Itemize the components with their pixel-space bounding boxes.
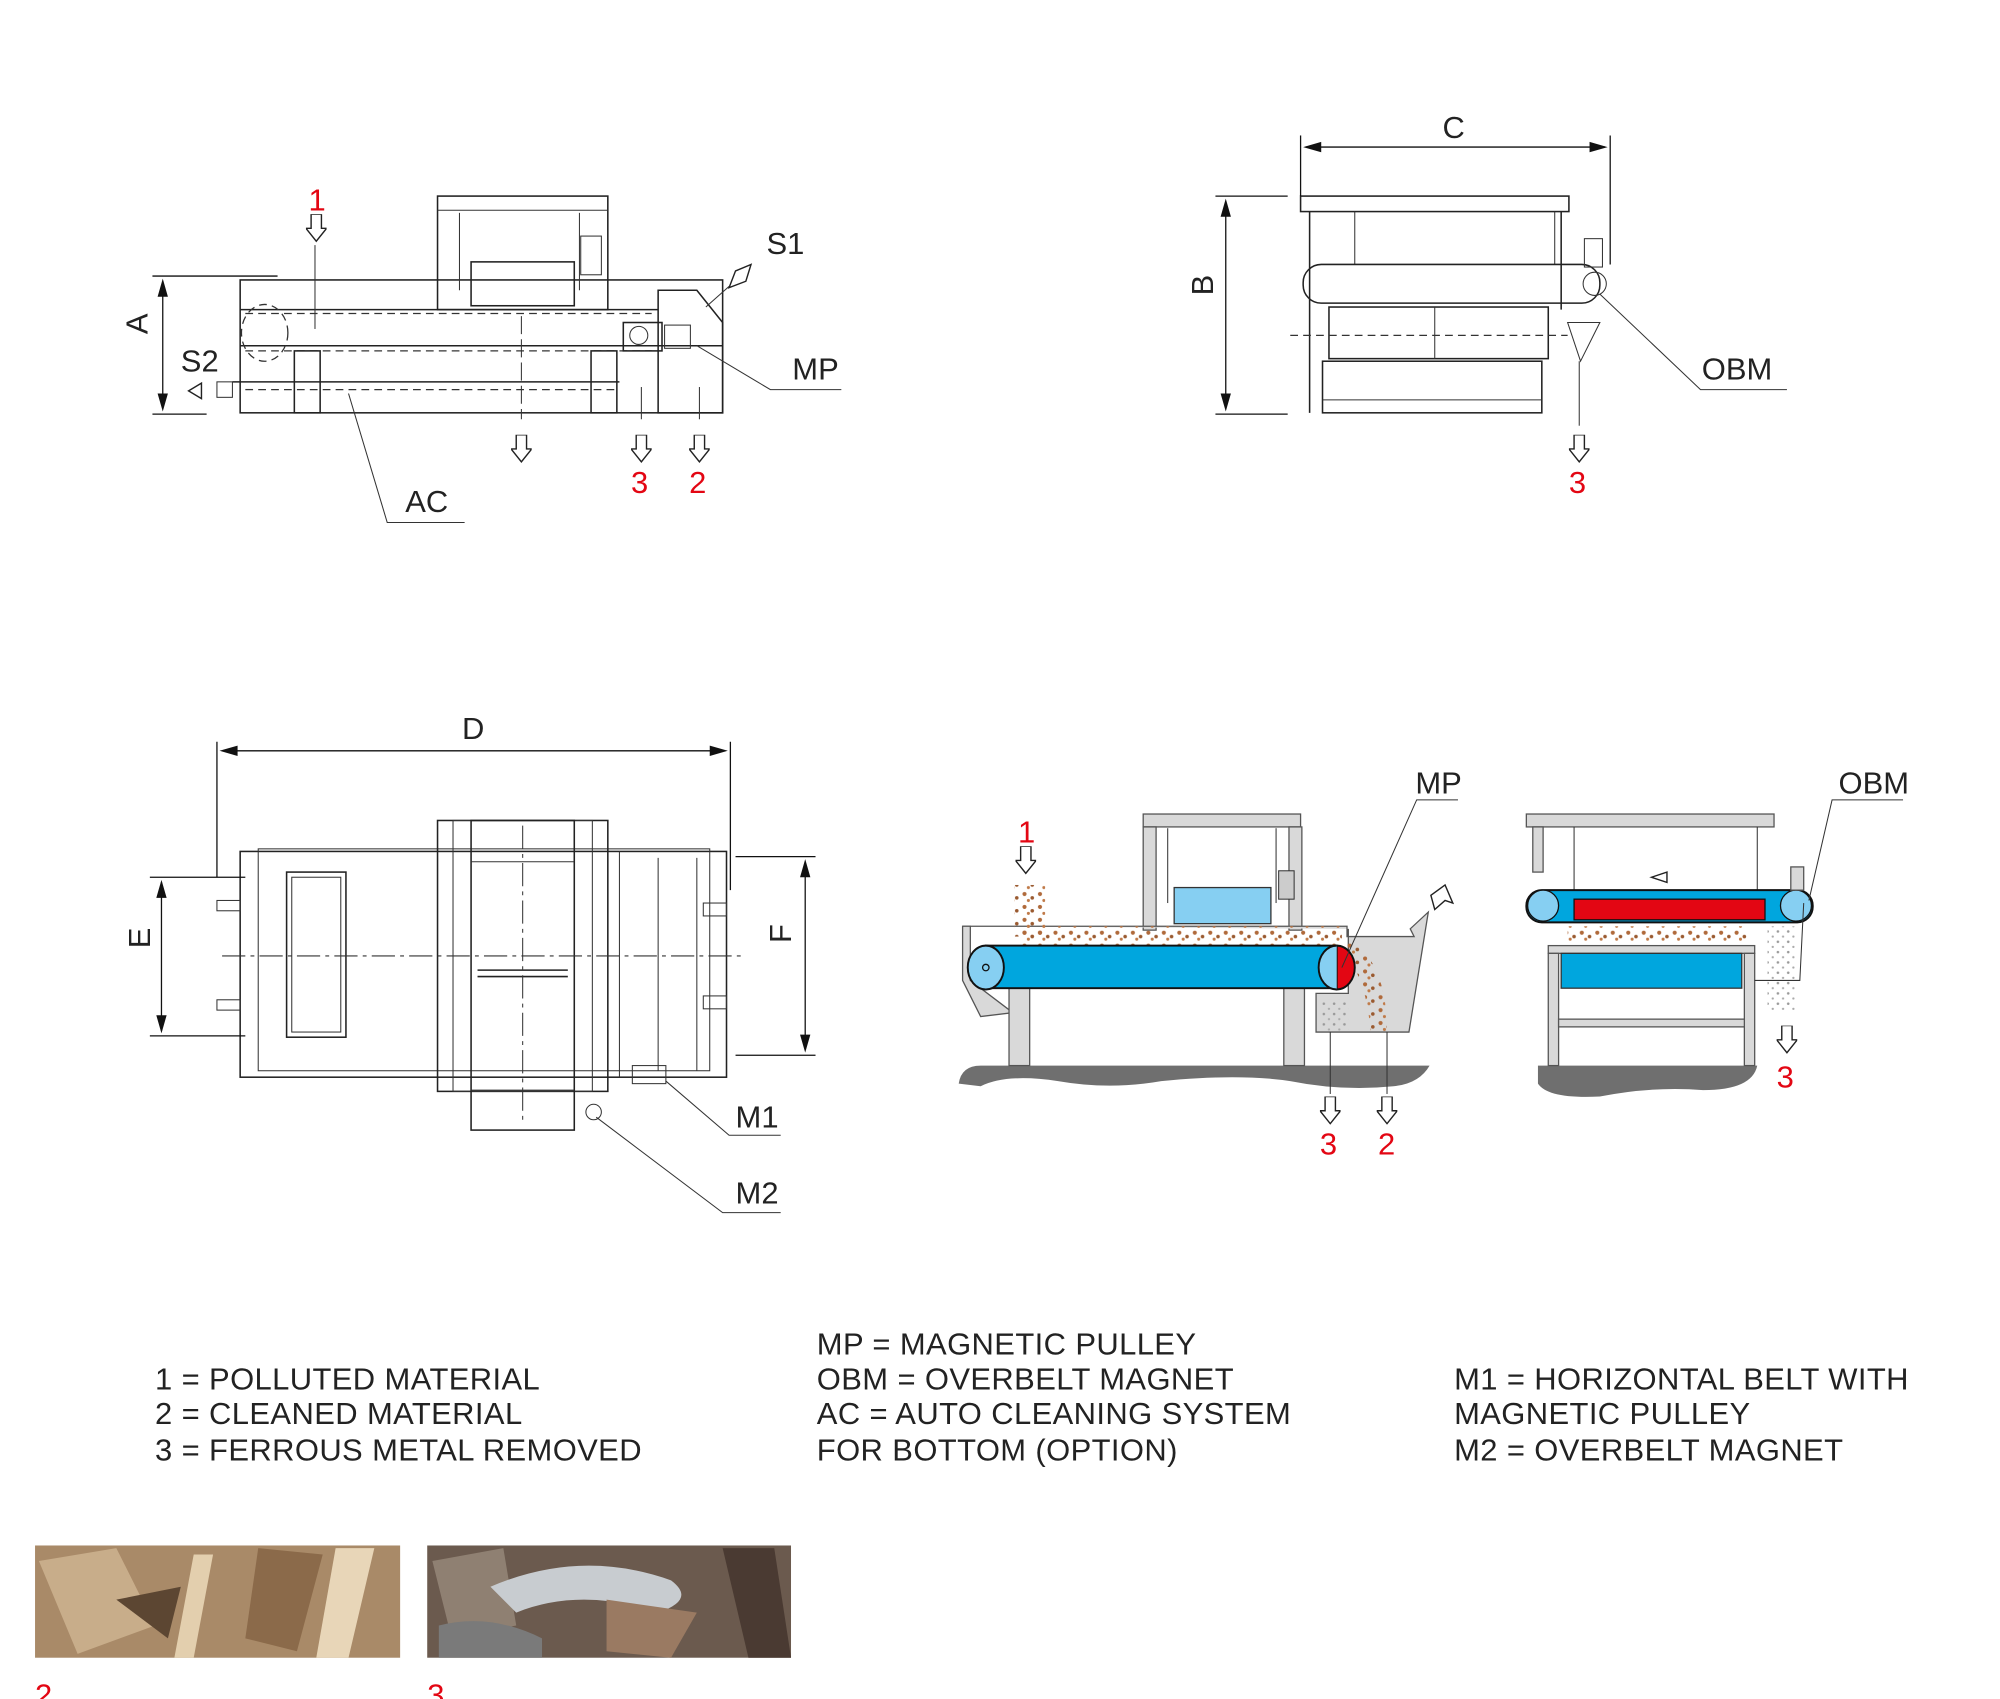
legend-item: 1 = POLLUTED MATERIAL	[155, 1361, 540, 1396]
photo-label-2: 2	[35, 1677, 52, 1699]
dimension-c-label: C	[1442, 110, 1464, 145]
overbelt-magnet	[470, 261, 576, 307]
legend-item: FOR BOTTOM (OPTION)	[817, 1432, 1178, 1467]
end-view-drawing	[1215, 135, 1787, 463]
legend-item: 3 = FERROUS METAL REMOVED	[155, 1432, 642, 1467]
input-label-1: 1	[309, 182, 326, 217]
output-label-3: 3	[1777, 1060, 1794, 1095]
output-label-2: 2	[1378, 1127, 1395, 1162]
side-view-drawing	[152, 195, 842, 523]
output-label-2: 2	[689, 465, 706, 500]
magnetic-pulley-schematic	[958, 799, 1458, 1125]
s2-label: S2	[181, 344, 219, 379]
dimension-e-label: E	[122, 928, 157, 949]
dimension-d-label: D	[462, 711, 484, 746]
dimension-b-label: B	[1185, 275, 1220, 296]
legend-item: MAGNETIC PULLEY	[1454, 1396, 1750, 1431]
legend-item: M2 = OVERBELT MAGNET	[1454, 1432, 1843, 1467]
photo-cleaned-material	[35, 1545, 401, 1658]
magnetic-pulley	[1335, 944, 1356, 991]
ac-label: AC	[405, 484, 448, 519]
mp-label: MP	[1415, 765, 1461, 800]
legend-item: OBM = OVERBELT MAGNET	[817, 1361, 1234, 1396]
input-label-1: 1	[1018, 814, 1035, 849]
plan-view-drawing	[149, 741, 816, 1214]
legend-item: 2 = CLEANED MATERIAL	[155, 1396, 523, 1431]
output-label-3: 3	[1320, 1127, 1337, 1162]
magnetic-pulley	[622, 321, 663, 352]
dimension-a-label: A	[119, 313, 154, 334]
legend: 1 = POLLUTED MATERIAL 2 = CLEANED MATERI…	[155, 1327, 1909, 1468]
photo-label-3: 3	[427, 1677, 444, 1699]
conveyor-belt	[984, 944, 1338, 990]
obm-label: OBM	[1702, 351, 1773, 386]
ground	[1537, 1065, 1758, 1097]
output-label-3: 3	[631, 465, 648, 500]
m1-label: M1	[736, 1100, 779, 1135]
overbelt-magnet	[1573, 898, 1766, 921]
legend-item: MP = MAGNETIC PULLEY	[817, 1327, 1197, 1362]
s1-label: S1	[767, 226, 805, 261]
m2-label: M2	[736, 1176, 779, 1211]
ground	[958, 1065, 1430, 1088]
overbelt-magnet	[1173, 886, 1272, 925]
overbelt-magnet-schematic	[1525, 799, 1904, 1097]
mp-label: MP	[792, 351, 838, 386]
dimension-f-label: F	[763, 924, 798, 943]
legend-item: AC = AUTO CLEANING SYSTEM	[817, 1396, 1291, 1431]
lower-conveyor	[1560, 952, 1743, 989]
output-label-3: 3	[1569, 465, 1586, 500]
photo-ferrous-metal	[427, 1545, 792, 1658]
obm-label: OBM	[1839, 765, 1910, 800]
legend-item: M1 = HORIZONTAL BELT WITH	[1454, 1361, 1909, 1396]
